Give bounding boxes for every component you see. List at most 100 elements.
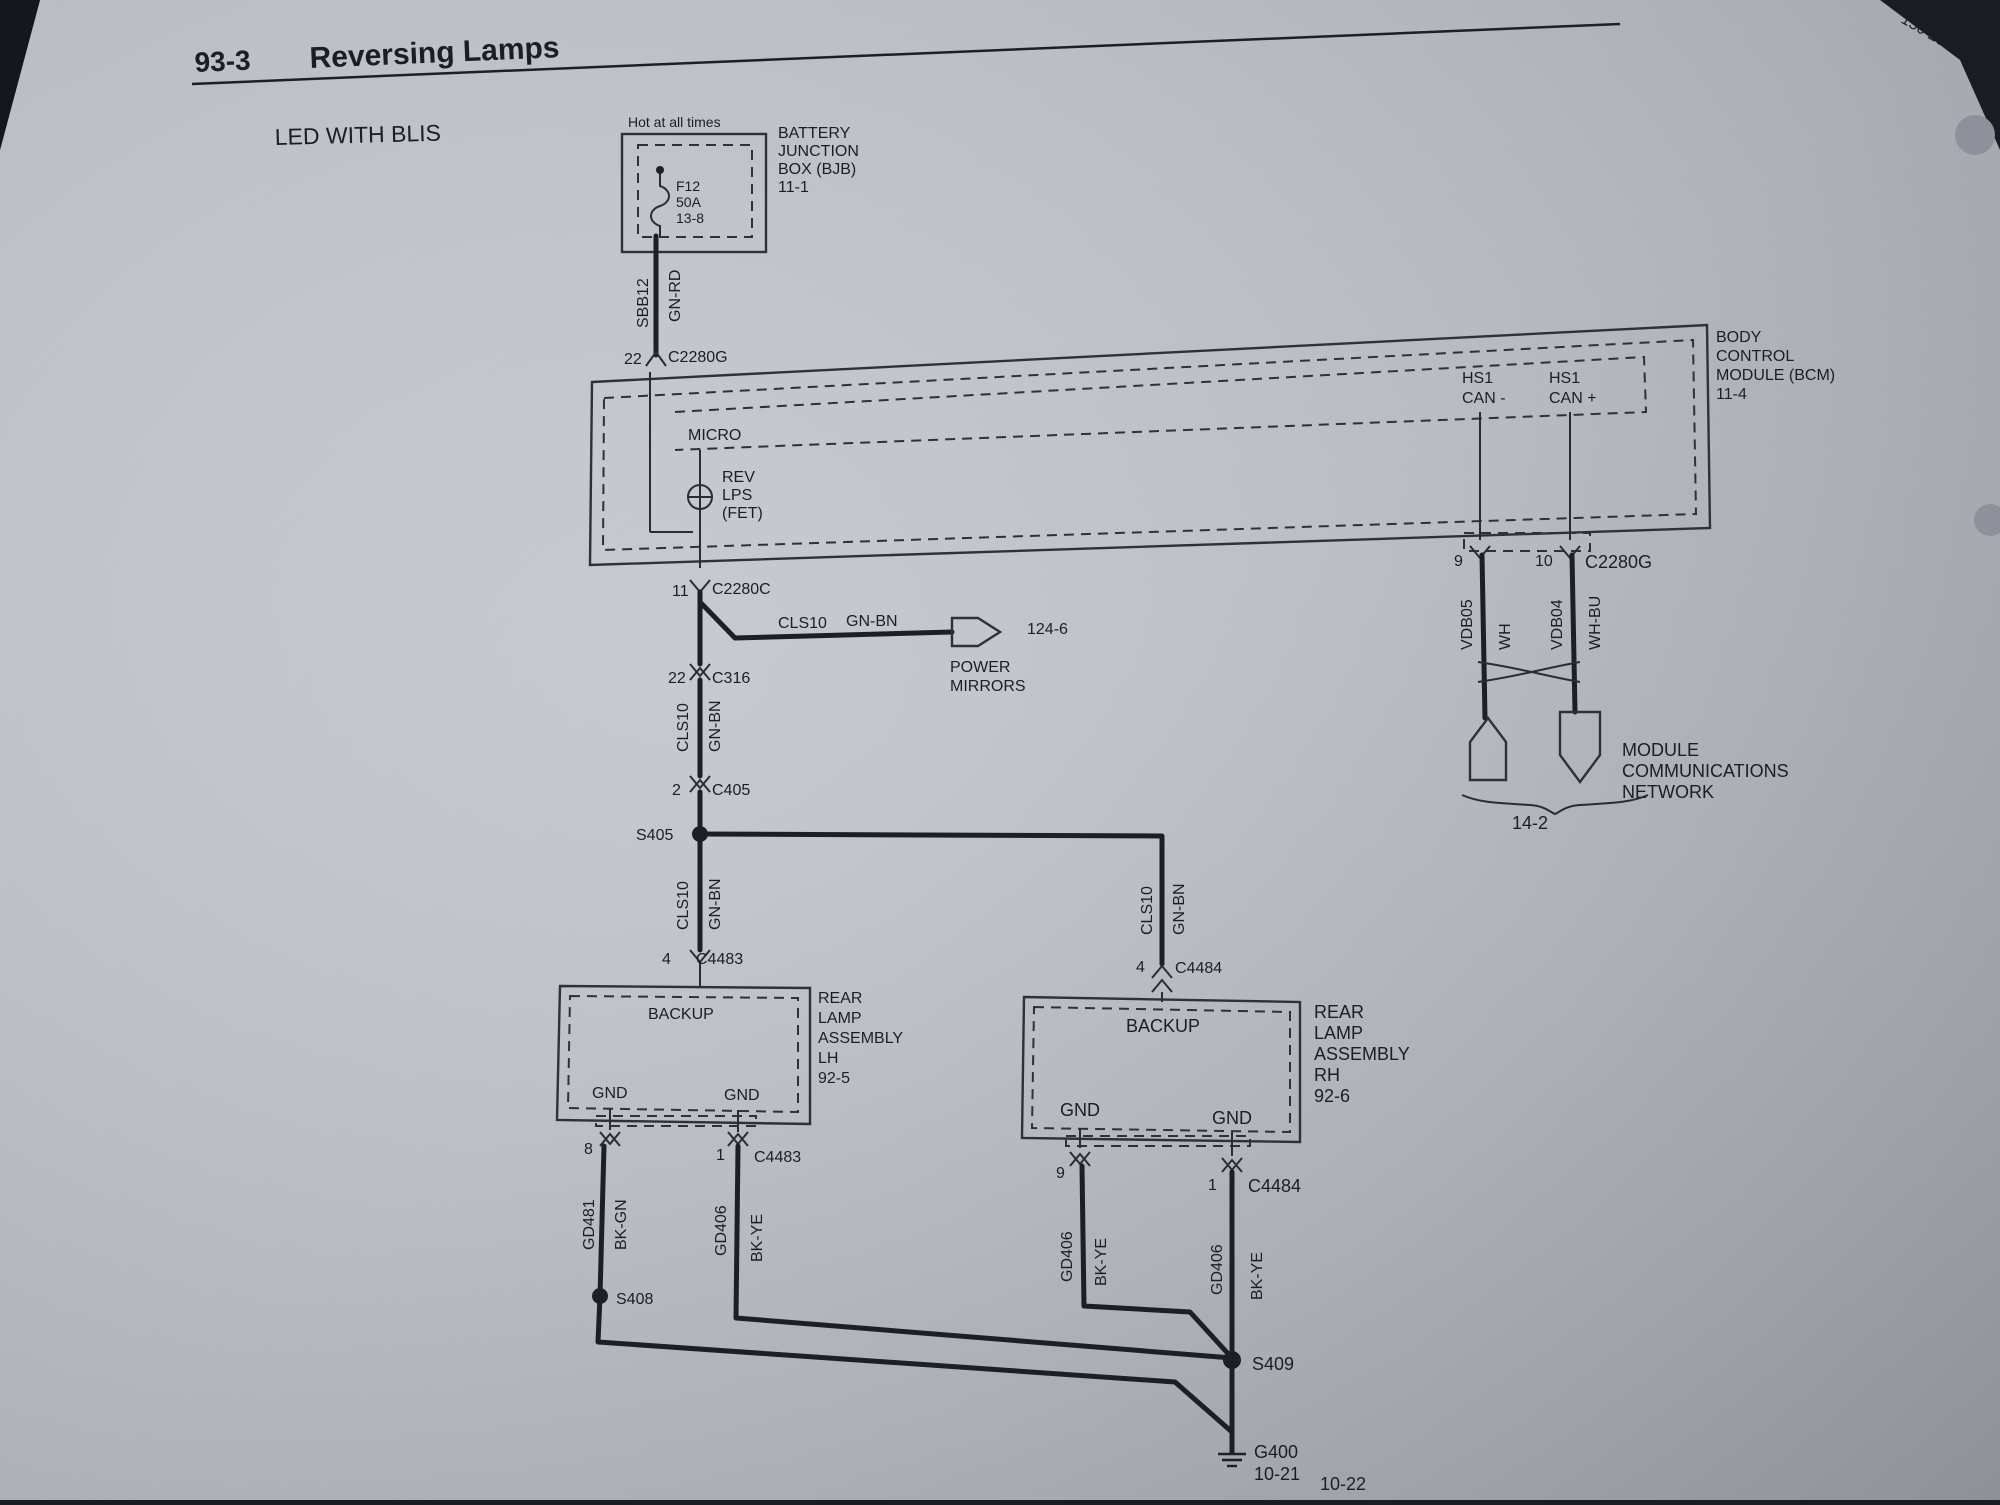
connector-c2280g-top: C2280G — [668, 349, 728, 366]
wire-cls10-s405-to-rh — [697, 831, 1165, 967]
wire-bk-ye-label-rh-2: BK-YE — [1249, 1252, 1266, 1300]
rear-lamp-rh-box — [1020, 995, 1302, 1144]
wire-gn-bn-label-mirrors: GN-BN — [846, 613, 898, 630]
lh-name-line-4: LH — [818, 1050, 838, 1067]
connector-arrow-c2280g — [645, 350, 667, 367]
splice-s408-label: S408 — [616, 1291, 653, 1308]
connector-c316: C316 — [712, 670, 750, 687]
binder-hole — [1955, 115, 1995, 155]
pin-22-c316: 22 — [668, 670, 686, 687]
wire-gn-rd-label: GN-RD — [667, 270, 684, 322]
connector-c4483-top: C4483 — [696, 951, 743, 968]
c4484-bottom-dashed — [1065, 1135, 1251, 1147]
fet-label-2: LPS — [722, 487, 752, 504]
page-edge-shadow — [0, 0, 40, 150]
lh-name-line-2: LAMP — [818, 1010, 862, 1027]
wire-vdb04 — [1569, 552, 1578, 715]
bjb-box — [620, 132, 768, 254]
bcm-name-line-2: CONTROL — [1716, 348, 1794, 365]
wire-gn-bn-label-lh: GN-BN — [707, 878, 724, 930]
lh-name-line-1: REAR — [818, 990, 862, 1007]
fuse-label-1: F12 — [676, 178, 700, 194]
can-plus-line-1: HS1 — [1549, 370, 1580, 387]
rh-name-line-2: LAMP — [1314, 1023, 1363, 1043]
can-plus-line-2: CAN + — [1549, 390, 1597, 407]
rh-gnd-label-2: GND — [1212, 1108, 1252, 1128]
can-minus-line-1: HS1 — [1462, 370, 1493, 387]
rh-name-line-4: RH — [1314, 1065, 1340, 1085]
wire-gn-bn-label-1: GN-BN — [707, 700, 724, 752]
pin-22-bcm-input: 22 — [624, 351, 642, 368]
connector-arrow-c405 — [689, 775, 711, 793]
fuse-f12-icon — [650, 174, 670, 236]
bcm-name-line-4: 11-4 — [1716, 386, 1747, 403]
wire-gd406-lh — [733, 1143, 1235, 1361]
pin-11: 11 — [672, 583, 689, 600]
network-ref: 14-2 — [1512, 813, 1548, 833]
wire-gn-bn-label-rh: GN-BN — [1171, 883, 1188, 935]
wire-gd406-rh-1 — [1079, 1163, 1235, 1361]
can-minus-line-2: CAN - — [1462, 390, 1506, 407]
rear-lamp-rh-dashed — [1030, 1005, 1291, 1134]
wire-cls10-label-mirrors: CLS10 — [778, 615, 827, 632]
connector-arrow-pin8 — [599, 1131, 621, 1147]
pin-8: 8 — [584, 1141, 593, 1158]
wire-wh-bu-label: WH-BU — [1587, 596, 1604, 650]
wire-cls10-label-1: CLS10 — [675, 703, 692, 752]
bjb-name-line-3: BOX (BJB) — [778, 161, 856, 178]
wire-bk-ye-label-lh: BK-YE — [749, 1214, 766, 1262]
bcm-micro-dashed — [674, 355, 1648, 451]
rear-lamp-lh-box — [555, 984, 812, 1126]
pin-9-can: 9 — [1454, 553, 1463, 570]
rh-backup-label: BACKUP — [1126, 1016, 1200, 1036]
wire-cls10-power-mirrors — [697, 599, 955, 641]
wire-bk-ye-label-rh-1: BK-YE — [1093, 1238, 1110, 1286]
bcm-micro-label: MICRO — [688, 427, 741, 444]
wire-gd406-label-lh: GD406 — [713, 1205, 730, 1256]
lh-name-line-5: 92-5 — [818, 1070, 850, 1087]
pin-9-rh: 9 — [1056, 1165, 1065, 1182]
connector-arrow-c4484-top — [1151, 964, 1173, 993]
hot-at-all-times-label: Hot at all times — [628, 114, 721, 130]
wire-cls10-label-lh: CLS10 — [675, 881, 692, 930]
ground-page-ref: 10-22 — [1320, 1474, 1366, 1494]
bcm-name-line-3: MODULE (BCM) — [1716, 367, 1835, 384]
wire-cls10-label-rh: CLS10 — [1139, 886, 1156, 935]
wire-gd406-label-rh-2: GD406 — [1209, 1244, 1226, 1295]
network-label-1: MODULE — [1622, 740, 1699, 760]
bjb-name-line-1: BATTERY — [778, 125, 851, 142]
connector-c405: C405 — [712, 782, 750, 799]
network-brace — [1461, 794, 1649, 816]
fuse-terminal-top — [656, 166, 664, 174]
power-mirrors-ref: 124-6 — [1027, 621, 1068, 638]
wire-gd481-label: GD481 — [581, 1199, 598, 1250]
diagram-subtitle: LED WITH BLIS — [274, 120, 441, 150]
network-connector-down-icon — [1558, 710, 1602, 785]
fuse-label-2: 50A — [676, 194, 702, 210]
bjb-inner-dashed — [637, 144, 753, 238]
bcm-name-line-1: BODY — [1716, 329, 1762, 346]
wire-gd481 — [597, 1143, 607, 1299]
fuse-label-3: 13-8 — [676, 210, 704, 226]
rh-gnd-label-1: GND — [1060, 1100, 1100, 1120]
network-label-2: COMMUNICATIONS — [1622, 761, 1789, 781]
rh-name-line-3: ASSEMBLY — [1314, 1044, 1410, 1064]
fet-label-3: (FET) — [722, 505, 763, 522]
lh-name-line-3: ASSEMBLY — [818, 1030, 903, 1047]
connector-c4483-bottom: C4483 — [754, 1149, 801, 1166]
bcm-box — [588, 323, 1712, 567]
connector-c4484-top: C4484 — [1175, 960, 1222, 977]
wire-vdb04-label: VDB04 — [1549, 599, 1566, 650]
ground-g400-ref: 10-21 — [1254, 1464, 1300, 1484]
bjb-name-line-4: 11-1 — [778, 179, 809, 196]
bcm-outer-dashed — [601, 338, 1698, 552]
lh-gnd-label-2: GND — [724, 1087, 760, 1104]
lh-gnd-label-1: GND — [592, 1085, 628, 1102]
connector-arrow-c316 — [689, 663, 711, 681]
splice-s409-label: S409 — [1252, 1354, 1294, 1374]
bjb-name-line-2: JUNCTION — [778, 143, 859, 160]
rh-name-line-5: 92-6 — [1314, 1086, 1350, 1106]
wire-sbb12-label: SBB12 — [635, 278, 652, 328]
